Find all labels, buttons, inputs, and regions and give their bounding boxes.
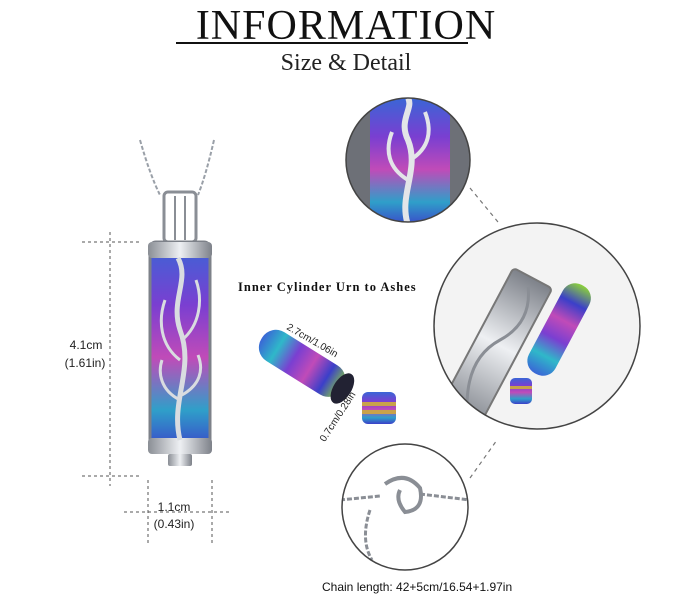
width-cm-label: 1.1cm (157, 500, 191, 514)
detail-circle-right-border (433, 222, 641, 430)
detail-circle-top-border (345, 97, 471, 223)
pendant-body (148, 240, 212, 466)
height-cm-label: 4.1cm (69, 338, 103, 352)
detail-circle-bottom (342, 444, 468, 570)
page-title: INFORMATION (195, 3, 497, 49)
inner-cylinder-label: Inner Cylinder Urn to Ashes (238, 280, 417, 294)
height-in-label: (1.61in) (64, 356, 106, 370)
page-subtitle: Size & Detail (280, 50, 412, 76)
detail-circle-bottom-border (341, 443, 469, 571)
title-underline (176, 42, 468, 44)
pendant-bail (162, 190, 198, 244)
inner-cylinder (258, 329, 396, 424)
necklace-chain (139, 139, 215, 196)
chain-length-label: Chain length: 42+5cm/16.54+1.97in (322, 580, 513, 594)
width-in-label: (0.43in) (153, 517, 195, 531)
dimension-lines (82, 232, 230, 545)
detail-circle-top (346, 98, 470, 222)
detail-circle-right (434, 223, 640, 429)
